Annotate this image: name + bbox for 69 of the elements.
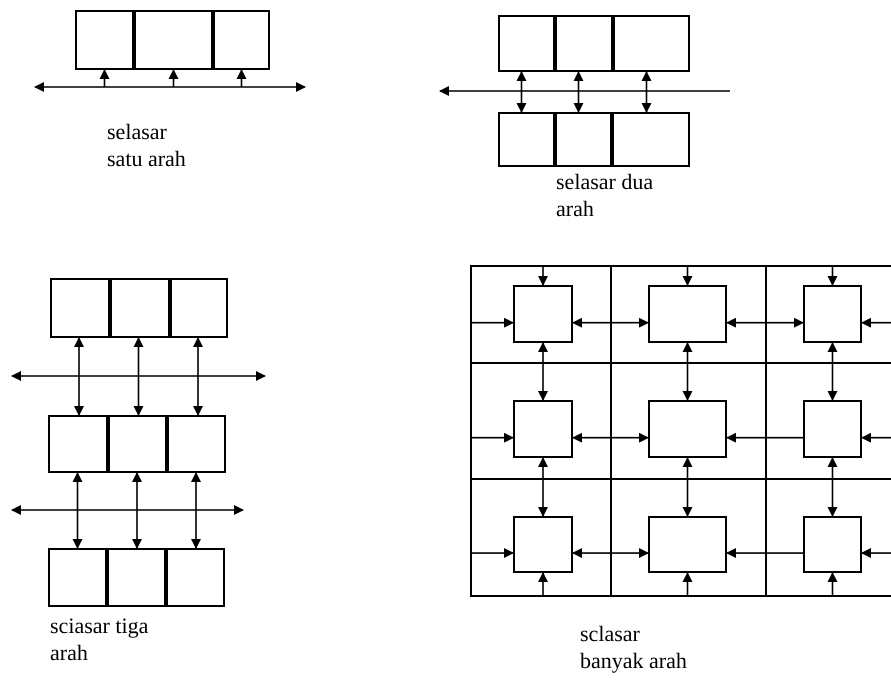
arrow xyxy=(682,265,692,286)
room-box xyxy=(513,516,573,573)
room-box xyxy=(75,10,134,70)
room-box xyxy=(108,415,167,473)
arrow xyxy=(861,548,891,558)
room-box xyxy=(48,415,108,473)
room-box xyxy=(803,285,862,343)
arrow xyxy=(682,342,692,401)
arrow xyxy=(470,432,514,443)
arrow xyxy=(72,472,82,549)
room-box xyxy=(170,278,228,338)
arrow xyxy=(74,337,84,416)
arrow xyxy=(861,318,891,328)
room-box xyxy=(648,285,727,343)
caption: selasar satu arah xyxy=(107,118,187,172)
arrow xyxy=(828,265,838,286)
room-box xyxy=(613,15,690,72)
arrow xyxy=(574,71,584,113)
room-box xyxy=(612,112,690,167)
room-box xyxy=(803,400,862,458)
arrow xyxy=(470,548,514,558)
arrow xyxy=(682,457,692,517)
grid-cell xyxy=(470,478,612,597)
arrow xyxy=(828,342,838,401)
arrow xyxy=(168,69,178,87)
caption: sclasar banyak arah xyxy=(580,620,688,674)
arrow xyxy=(642,71,652,113)
room-box xyxy=(213,10,270,70)
arrow xyxy=(726,318,804,328)
arrow xyxy=(828,572,838,595)
arrow xyxy=(572,318,649,328)
arrow xyxy=(516,71,526,113)
arrow xyxy=(191,472,201,549)
arrow xyxy=(538,572,548,595)
room-box xyxy=(498,112,555,167)
arrow xyxy=(572,432,649,443)
room-box xyxy=(803,516,862,573)
caption: sciasar tiga arah xyxy=(50,612,150,666)
room-box xyxy=(555,112,612,167)
room-box xyxy=(48,548,107,607)
arrow xyxy=(726,432,803,443)
room-box xyxy=(110,278,170,338)
arrow xyxy=(470,318,514,328)
room-box xyxy=(648,400,727,458)
grid-cell xyxy=(470,265,612,364)
arrow xyxy=(134,337,144,416)
arrow xyxy=(861,432,891,443)
room-box xyxy=(167,415,226,473)
room-box xyxy=(513,285,573,343)
arrow xyxy=(193,337,203,416)
arrow xyxy=(100,69,110,87)
room-box xyxy=(498,15,555,72)
room-box xyxy=(166,548,225,607)
arrow xyxy=(538,265,548,286)
room-box xyxy=(555,15,613,72)
room-box xyxy=(648,516,727,573)
room-box xyxy=(134,10,213,70)
room-box xyxy=(107,548,166,607)
arrow xyxy=(726,548,803,558)
arrow xyxy=(572,548,649,558)
arrow xyxy=(828,457,838,517)
room-box xyxy=(513,400,573,458)
arrow xyxy=(538,342,548,401)
room-box xyxy=(50,278,110,338)
arrow xyxy=(682,572,692,595)
caption: selasar dua arah xyxy=(556,168,654,222)
arrow xyxy=(538,457,548,517)
arrow xyxy=(132,472,142,549)
arrow xyxy=(236,69,246,87)
